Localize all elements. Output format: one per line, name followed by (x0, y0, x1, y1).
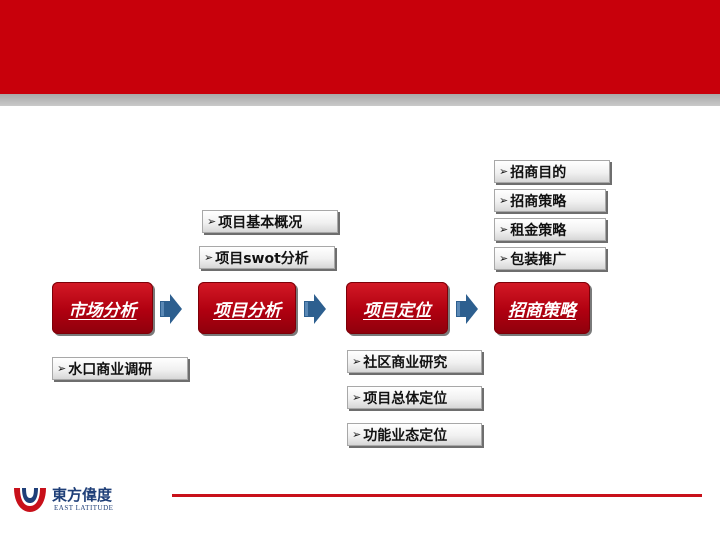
tag-packaging-promotion: ➢ 包装推广 (494, 247, 606, 270)
tag-project-overview: ➢ 项目基本概况 (202, 210, 338, 233)
company-logo: 東方偉度 EAST LATITUDE (12, 482, 132, 518)
logo-mark-icon (14, 488, 46, 512)
header-band (0, 0, 720, 94)
tag-label: 社区商业研究 (363, 354, 448, 371)
tag-label: 招商目的 (510, 164, 567, 181)
triangle-right-icon: ➢ (499, 223, 509, 236)
tag-investment-purpose: ➢ 招商目的 (494, 160, 610, 183)
arrow-right-icon (304, 294, 326, 324)
triangle-right-icon: ➢ (499, 194, 509, 207)
tag-community-research: ➢ 社区商业研究 (347, 350, 482, 373)
tag-label: 功能业态定位 (363, 427, 448, 444)
triangle-right-icon: ➢ (352, 428, 362, 441)
tag-label: 租金策略 (510, 222, 567, 239)
tag-label: 项目swot分析 (215, 250, 309, 267)
triangle-right-icon: ➢ (204, 251, 214, 264)
step-project-positioning: 项目定位 (346, 282, 448, 334)
step-market-analysis: 市场分析 (52, 282, 153, 334)
step-label: 招商策略 (508, 300, 576, 321)
triangle-right-icon: ➢ (352, 391, 362, 404)
arrow-right-icon (160, 294, 182, 324)
tag-label: 水口商业调研 (68, 361, 153, 378)
step-project-analysis: 项目分析 (198, 282, 296, 334)
tag-project-swot: ➢ 项目swot分析 (199, 246, 335, 269)
footer-rule (172, 494, 702, 497)
step-label: 项目分析 (213, 300, 281, 321)
tag-overall-positioning: ➢ 项目总体定位 (347, 386, 482, 409)
tag-label: 招商策略 (510, 193, 567, 210)
logo-subtitle: EAST LATITUDE (54, 504, 114, 512)
step-investment-strategy: 招商策略 (494, 282, 590, 334)
arrow-right-icon (456, 294, 478, 324)
step-label: 市场分析 (68, 300, 137, 321)
tag-shuikou-research: ➢ 水口商业调研 (52, 357, 188, 380)
header-strip (0, 94, 720, 106)
step-label: 项目定位 (363, 300, 431, 321)
tag-investment-strategy: ➢ 招商策略 (494, 189, 606, 212)
logo-brand: 東方偉度 (52, 486, 113, 504)
triangle-right-icon: ➢ (207, 215, 217, 228)
triangle-right-icon: ➢ (499, 252, 509, 265)
tag-label: 包装推广 (510, 251, 567, 268)
tag-label: 项目总体定位 (363, 390, 448, 407)
triangle-right-icon: ➢ (352, 355, 362, 368)
triangle-right-icon: ➢ (499, 165, 509, 178)
triangle-right-icon: ➢ (57, 362, 67, 375)
tag-label: 项目基本概况 (218, 214, 303, 231)
tag-function-positioning: ➢ 功能业态定位 (347, 423, 482, 446)
tag-rent-strategy: ➢ 租金策略 (494, 218, 606, 241)
